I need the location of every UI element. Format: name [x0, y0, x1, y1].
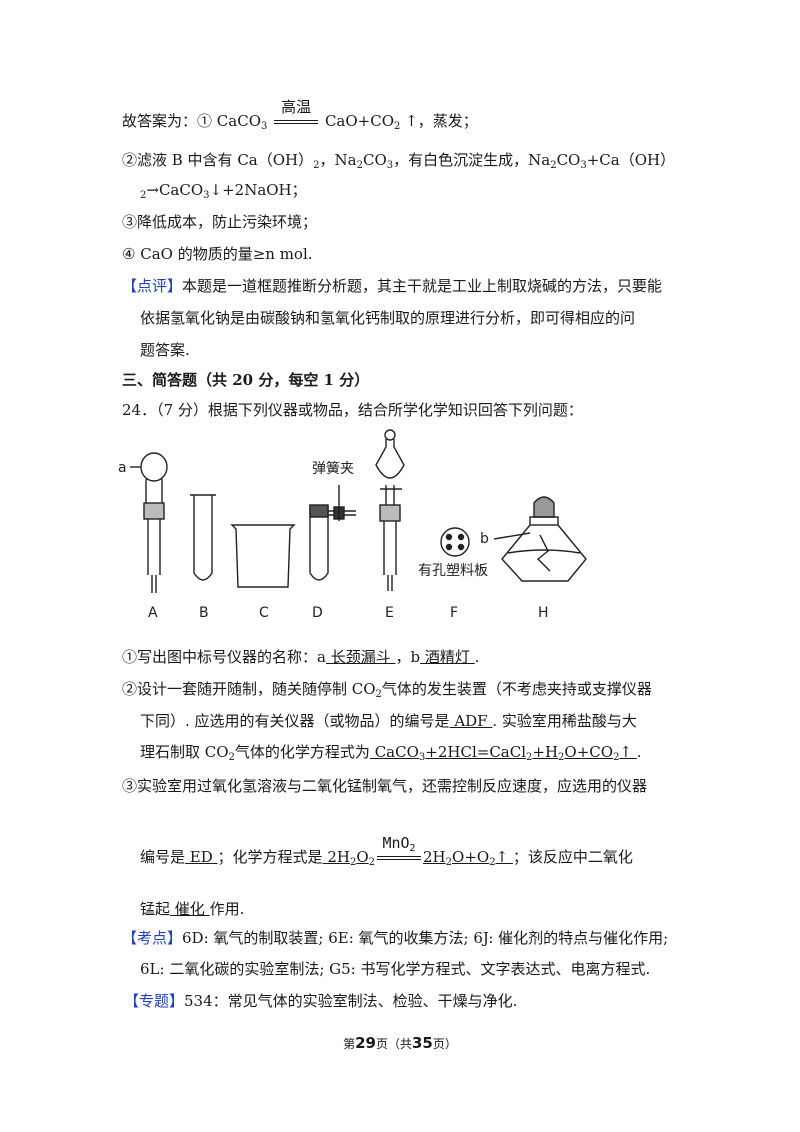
letter-c: C: [259, 605, 269, 621]
review-line-3: 题答案.: [140, 341, 190, 359]
answer-device: ADF: [449, 712, 493, 730]
label-b: b: [480, 531, 489, 547]
test-tube-b: [190, 494, 216, 581]
review-line-2: 依据氢氧化钠是由碳酸钠和氢氧化钙制取的原理进行分析，即可得相应的问: [140, 309, 636, 327]
letter-a: A: [148, 605, 158, 621]
reaction-condition-arrow: 高温: [272, 98, 320, 131]
review-line-1: 【点评】本题是一道框题推断分析题，其主干就是工业上制取烧碱的方法，只要能: [122, 277, 663, 295]
letter-b: B: [199, 605, 209, 621]
alcohol-lamp-h: [493, 496, 587, 582]
answer-line-2: ②滤液 B 中含有 Ca（OH）2，Na2CO3，有白色沉淀生成，Na2CO3+…: [122, 151, 676, 171]
kaodian-line-1: 【考点】6D: 氧气的制取装置; 6E: 氧气的收集方法; 6J: 催化剂的特点…: [122, 929, 669, 947]
answer-line-3: ③降低成本，防止污染环境；: [122, 213, 318, 231]
zhuanti-line: 【专题】534：常见气体的实验室制法、检验、干燥与净化.: [124, 992, 518, 1010]
tube-with-clamp-d: [309, 485, 356, 581]
letter-e: E: [385, 605, 394, 621]
reaction-condition-arrow: MnO2: [375, 834, 423, 867]
answer-instruments: ED: [185, 848, 218, 866]
question-part-1: ①写出图中标号仪器的名称：a 长颈漏斗 ，b 酒精灯 .: [122, 648, 480, 666]
label-spring-clamp: 弹簧夹: [312, 461, 354, 477]
letter-f: F: [450, 605, 458, 621]
answer-line-1: 故答案为：① CaCO3 高温 CaO+CO2 ↑，蒸发；: [122, 98, 478, 132]
answer-line-2b: 2→CaCO3↓+2NaOH；: [140, 181, 307, 201]
page-total: 35: [412, 1034, 433, 1052]
page-number: 29: [355, 1034, 376, 1052]
answer-line-4: ④ CaO 的物质的量≥n mol.: [122, 245, 313, 263]
apparatus-figure: a b 弹簧夹 有孔塑料板 A B C D E F H: [118, 429, 587, 621]
question-24-stem: 24．（7 分）根据下列仪器或物品，结合所学化学知识回答下列问题：: [122, 401, 583, 419]
question-part-3-line-3: 锰起 催化 作用.: [140, 900, 245, 918]
kaodian-line-2: 6L: 二氧化碳的实验室制法; G5: 书写化学方程式、文字表达式、电离方程式.: [140, 960, 651, 978]
question-part-2-line-2: 下同）. 应选用的有关仪器（或物品）的编号是 ADF . 实验室用稀盐酸与大: [140, 712, 637, 730]
question-part-2-line-3: 理石制取 CO2气体的化学方程式为 CaCO3+2HCl=CaCl2+H2O+C…: [140, 743, 642, 763]
letter-d: D: [312, 605, 323, 621]
zhuanti-tag: 【专题】: [124, 992, 185, 1010]
review-tag: 【点评】: [122, 277, 183, 295]
question-part-3-line-1: ③实验室用过氧化氢溶液与二氧化锰制氧气，还需控制反应速度，应选用的仪器: [122, 777, 648, 795]
perforated-plate-f: [440, 527, 470, 557]
letter-h: H: [538, 605, 549, 621]
question-part-2-line-1: ②设计一套随开随制，随关随停制 CO2气体的发生装置（不考虑夹持或支撑仪器: [122, 680, 652, 700]
page-footer: 第29页（共35页）: [343, 1034, 457, 1052]
kaodian-tag: 【考点】: [122, 929, 183, 947]
answer-b: 酒精灯: [420, 648, 475, 666]
long-neck-funnel-a: [130, 452, 168, 593]
answer-role: 催化: [170, 900, 210, 918]
answer-equation-co2: CaCO3+2HCl=CaCl2+H2O+CO2↑: [369, 743, 637, 763]
label-perforated-plate: 有孔塑料板: [418, 563, 488, 579]
label-a: a: [118, 460, 127, 476]
separatory-funnel-e: [375, 429, 405, 591]
answer-a: 长颈漏斗: [325, 648, 396, 666]
beaker-c: [230, 524, 296, 588]
section-heading: 三、简答题（共 20 分，每空 1 分）: [122, 371, 370, 389]
